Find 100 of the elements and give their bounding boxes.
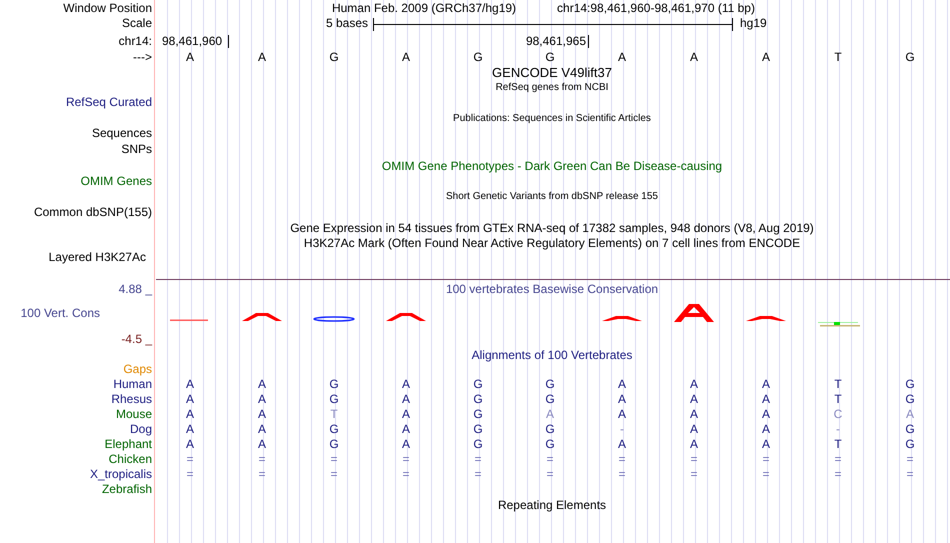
track-title: H3K27Ac Mark (Often Found Near Active Regulatory Elements) on 7 cell lines from ENCODE	[304, 236, 800, 250]
gap-symbol: =	[402, 452, 410, 466]
track-title: Alignments of 100 Vertebrates	[472, 348, 632, 362]
gap-symbol: =	[474, 452, 482, 466]
base-letter: A	[906, 407, 914, 421]
gap-symbol: =	[186, 452, 194, 466]
gap-symbol: =	[618, 452, 626, 466]
gap-symbol: =	[186, 467, 194, 481]
gap-symbol: =	[762, 452, 770, 466]
base-letter: A	[762, 50, 770, 64]
base-letter: G	[329, 422, 339, 436]
base-letter: A	[762, 437, 770, 451]
base-letter: A	[258, 437, 266, 451]
base-letter: G	[473, 422, 483, 436]
base-letter: A	[186, 377, 194, 391]
base-letter: A	[402, 392, 410, 406]
base-letter: A	[186, 437, 194, 451]
base-letter: G	[473, 437, 483, 451]
base-letter: G	[545, 50, 555, 64]
base-letter: A	[186, 50, 194, 64]
track-label: Gaps	[123, 362, 152, 376]
coordinate-label: 98,461,965	[526, 34, 586, 48]
track-title: Repeating Elements	[498, 498, 606, 512]
track-label: OMIM Genes	[80, 174, 152, 188]
base-letter: A	[618, 392, 626, 406]
species-label: Rhesus	[111, 392, 152, 406]
base-letter: G	[905, 392, 915, 406]
track-label: Window Position	[63, 1, 152, 15]
gap-symbol: =	[618, 467, 626, 481]
base-letter: A	[618, 437, 626, 451]
base-letter: A	[618, 407, 626, 421]
track-label: chr14:	[118, 34, 152, 48]
base-letter: G	[473, 407, 483, 421]
coordinate-label: 98,461,960	[162, 34, 222, 48]
axis-value: -4.5 _	[121, 332, 152, 346]
track-title: 100 vertebrates Basewise Conservation	[446, 282, 658, 296]
base-letter: G	[545, 377, 555, 391]
base-letter: A	[186, 392, 194, 406]
species-label: X_tropicalis	[90, 467, 152, 481]
species-label: Mouse	[116, 407, 152, 421]
gap-symbol: =	[834, 452, 842, 466]
track-label: SNPs	[121, 142, 152, 156]
gap-symbol: =	[546, 467, 554, 481]
gap-symbol: =	[906, 467, 914, 481]
base-letter: A	[258, 392, 266, 406]
base-letter: A	[402, 437, 410, 451]
gap-symbol: =	[258, 467, 266, 481]
base-letter: G	[473, 377, 483, 391]
track-label: Scale	[122, 16, 152, 30]
track-label: Sequences	[92, 126, 152, 140]
base-letter: G	[905, 422, 915, 436]
base-letter: A	[762, 377, 770, 391]
gap-symbol: =	[258, 452, 266, 466]
base-letter: A	[690, 377, 698, 391]
base-letter: A	[690, 392, 698, 406]
base-letter: G	[473, 50, 483, 64]
base-letter: T	[834, 50, 842, 64]
position-range-label: chr14:98,461,960-98,461,970 (11 bp)	[557, 1, 755, 15]
base-letter: -	[836, 422, 840, 436]
axis-value: 4.88 _	[118, 282, 152, 296]
base-letter: A	[690, 437, 698, 451]
base-letter: A	[690, 407, 698, 421]
base-letter: A	[546, 407, 554, 421]
base-letter: G	[473, 392, 483, 406]
base-letter: A	[618, 50, 626, 64]
track-title: Short Genetic Variants from dbSNP release 155	[446, 190, 658, 204]
base-letter: A	[762, 422, 770, 436]
base-letter: A	[186, 422, 194, 436]
gap-symbol: =	[906, 452, 914, 466]
species-label: Elephant	[104, 437, 152, 451]
base-letter: G	[905, 437, 915, 451]
species-label: Zebrafish	[102, 482, 152, 496]
base-letter: T	[330, 407, 338, 421]
base-letter: A	[258, 422, 266, 436]
base-letter: T	[834, 437, 842, 451]
track-label: RefSeq Curated	[66, 95, 152, 109]
base-letter: A	[762, 392, 770, 406]
assembly-label: hg19	[740, 16, 767, 30]
base-letter: G	[329, 50, 339, 64]
base-letter: T	[834, 377, 842, 391]
base-letter: G	[329, 437, 339, 451]
species-label: Human	[113, 377, 152, 391]
base-letter: A	[690, 50, 698, 64]
base-letter: C	[834, 407, 842, 421]
gap-symbol: =	[546, 452, 554, 466]
gap-symbol: =	[474, 467, 482, 481]
track-label: Layered H3K27Ac	[48, 250, 146, 264]
base-letter: A	[690, 422, 698, 436]
base-letter: A	[402, 407, 410, 421]
base-letter: A	[258, 377, 266, 391]
track-title: OMIM Gene Phenotypes - Dark Green Can Be Disease-causing	[382, 159, 722, 173]
base-letter: G	[545, 437, 555, 451]
base-letter: -	[620, 422, 624, 436]
track-label: 100 Vert. Cons	[20, 306, 100, 320]
base-letter: G	[545, 422, 555, 436]
base-letter: G	[905, 377, 915, 391]
base-letter: A	[186, 407, 194, 421]
base-letter: G	[329, 392, 339, 406]
track-title: GENCODE V49lift37	[492, 66, 612, 80]
gap-symbol: =	[330, 467, 338, 481]
